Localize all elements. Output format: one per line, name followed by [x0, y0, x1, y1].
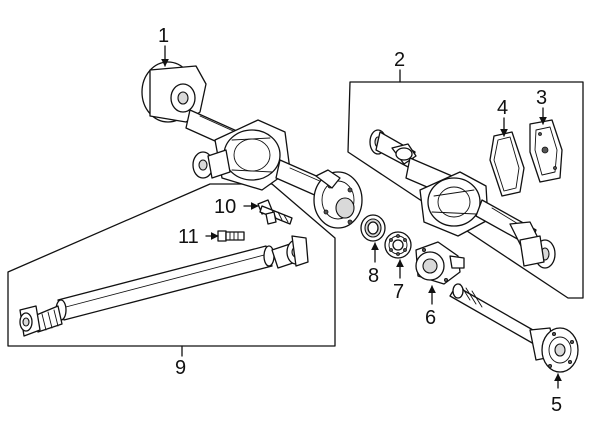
callout-2: 2: [394, 49, 405, 71]
gasket: [489, 131, 525, 197]
callout-7: 7: [393, 281, 404, 303]
callout-10: 10: [214, 196, 236, 218]
group-outline-9: [7, 183, 336, 347]
bolt: [217, 230, 245, 242]
rear-axle-assembly: [141, 61, 363, 229]
drive-shaft: [19, 235, 309, 337]
callout-11: 11: [178, 226, 199, 248]
differential-cover: [529, 119, 563, 183]
axle-housing: [369, 129, 556, 269]
callout-3: 3: [536, 87, 547, 109]
callout-6: 6: [425, 307, 436, 329]
group-outline-2: [347, 81, 584, 299]
callout-9: 9: [175, 357, 186, 379]
wheel-bearing: [384, 231, 412, 259]
callout-5: 5: [551, 394, 562, 416]
callout-1: 1: [158, 25, 169, 47]
callout-4: 4: [497, 97, 508, 119]
axle-shaft: [449, 283, 579, 373]
bolt-and-nut: [257, 199, 293, 225]
axle-seal: [360, 214, 386, 242]
callout-8: 8: [368, 265, 379, 287]
bearing-retainer: [415, 241, 465, 285]
